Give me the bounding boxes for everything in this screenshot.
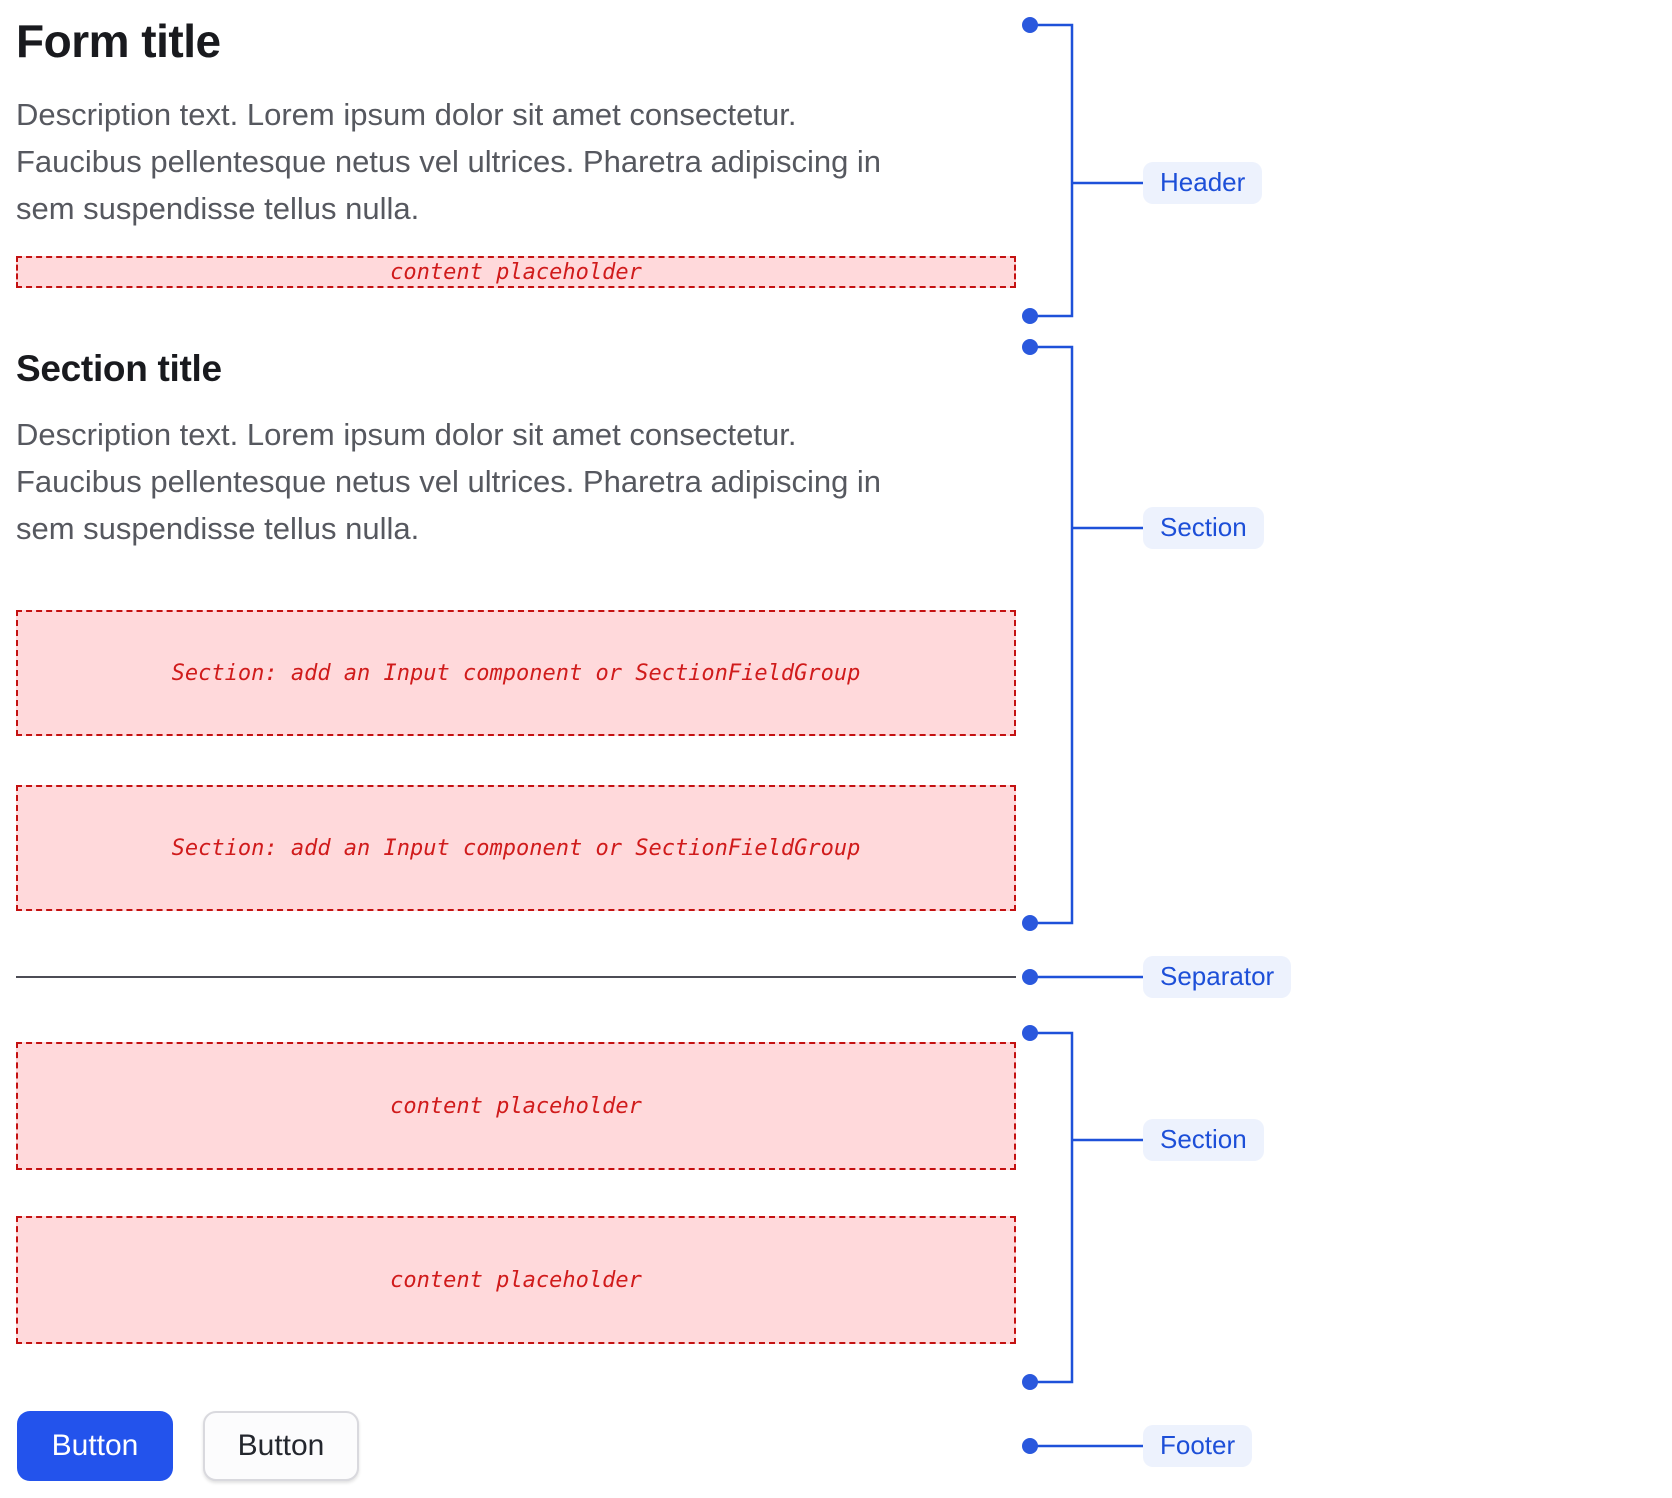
anchor-dot	[1022, 17, 1038, 33]
form-description: Description text. Lorem ipsum dolor sit …	[16, 91, 996, 232]
anchor-dot	[1022, 308, 1038, 324]
separator-connector	[1022, 969, 1143, 985]
section-description: Description text. Lorem ipsum dolor sit …	[16, 411, 996, 552]
anchor-dot	[1022, 1374, 1038, 1390]
section-description-line: Faucibus pellentesque netus vel ultrices…	[16, 464, 882, 499]
anchor-dot	[1022, 1025, 1038, 1041]
annotation-header-label: Header	[1143, 162, 1263, 204]
section2-bracket	[1022, 1025, 1143, 1390]
form-description-line: Faucibus pellentesque netus vel ultrices…	[16, 144, 882, 179]
section-title: Section title	[16, 348, 222, 389]
section-input-slot-text: Section: add an Input component or Secti…	[171, 835, 861, 861]
primary-button[interactable]: Button	[17, 1411, 173, 1481]
anchor-dot	[1022, 969, 1038, 985]
header-content-placeholder-text: content placeholder	[390, 259, 642, 285]
form-description-line: sem suspendisse tellus nulla.	[16, 191, 420, 226]
section-content-placeholder-text: content placeholder	[390, 1267, 642, 1293]
annotation-separator-label: Separator	[1143, 956, 1292, 998]
header-bracket	[1022, 17, 1143, 324]
section1-bracket	[1022, 339, 1143, 931]
section-input-slot-placeholder: Section: add an Input component or Secti…	[16, 785, 1016, 911]
footer-connector	[1022, 1438, 1143, 1454]
anchor-dot	[1022, 915, 1038, 931]
section-description-line: sem suspendisse tellus nulla.	[16, 511, 420, 546]
section-content-placeholder: content placeholder	[16, 1042, 1016, 1170]
secondary-button[interactable]: Button	[203, 1411, 359, 1481]
section-input-slot-text: Section: add an Input component or Secti…	[171, 660, 861, 686]
section-content-placeholder: content placeholder	[16, 1216, 1016, 1344]
annotation-footer-label: Footer	[1143, 1425, 1253, 1467]
anchor-dot	[1022, 339, 1038, 355]
form-title: Form title	[16, 15, 221, 67]
anchor-dot	[1022, 1438, 1038, 1454]
section-input-slot-placeholder: Section: add an Input component or Secti…	[16, 610, 1016, 736]
header-content-placeholder: content placeholder	[16, 256, 1016, 288]
annotation-section-label: Section	[1143, 507, 1264, 549]
form-description-line: Description text. Lorem ipsum dolor sit …	[16, 97, 797, 132]
separator-line	[16, 976, 1016, 978]
annotation-section-label: Section	[1143, 1119, 1264, 1161]
section-description-line: Description text. Lorem ipsum dolor sit …	[16, 417, 797, 452]
section-content-placeholder-text: content placeholder	[390, 1093, 642, 1119]
